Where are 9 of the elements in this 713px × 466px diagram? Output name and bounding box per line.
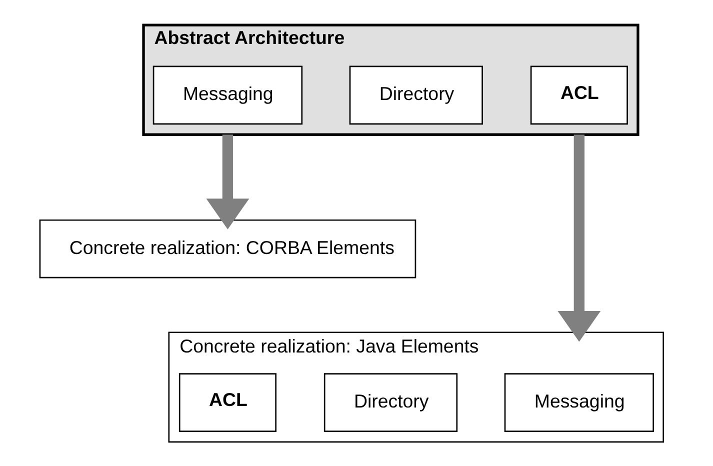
node-box: Directory [323, 372, 458, 432]
arrow [557, 134, 600, 342]
arrow [206, 134, 249, 229]
node-box: Messaging [152, 65, 302, 124]
node-box: Messaging [504, 372, 654, 432]
node-box: ACL [530, 65, 628, 124]
node-box: Concrete realization: CORBA Elements [38, 218, 416, 278]
node-box: ACL [178, 372, 276, 432]
node-box: Directory [348, 65, 482, 124]
